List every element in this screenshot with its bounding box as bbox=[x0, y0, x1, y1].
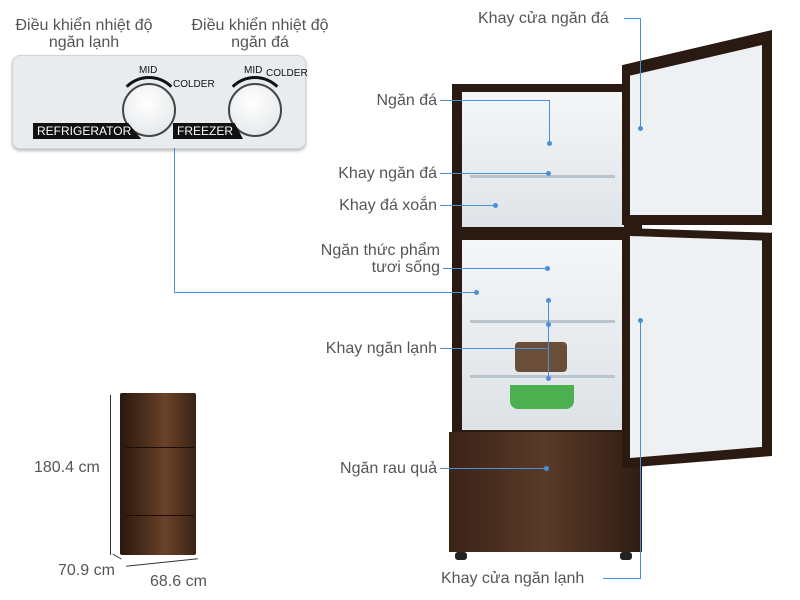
callout-freezer: Ngăn đá bbox=[376, 92, 438, 109]
callout-fridge-door-tray: Khay cửa ngăn lạnh bbox=[441, 570, 585, 587]
callout-fridge-shelf: Khay ngăn lạnh bbox=[325, 340, 437, 357]
freezer-tag: FREEZER bbox=[173, 123, 244, 139]
callout-twist-ice-tray: Khay đá xoắn bbox=[339, 197, 437, 214]
freezer-colder-label: COLDER bbox=[266, 68, 308, 79]
callout-vegetable-drawer: Ngăn rau quả bbox=[340, 460, 437, 477]
callout-freezer-door-tray: Khay cửa ngăn đá bbox=[478, 10, 609, 27]
dimension-width: 68.6 cm bbox=[150, 573, 207, 590]
freezer-dial-scale bbox=[222, 76, 288, 142]
fridge-mid-label: MID bbox=[139, 65, 158, 76]
freezer-mid-label: MID bbox=[244, 65, 263, 76]
callout-freezer-tray: Khay ngăn đá bbox=[338, 165, 437, 182]
fridge-dial-scale bbox=[116, 76, 182, 142]
refrigerator-tag: REFRIGERATOR bbox=[33, 123, 142, 139]
fridge-colder-label: COLDER bbox=[173, 79, 215, 90]
dimension-height: 180.4 cm bbox=[34, 459, 100, 476]
control-panel: MID COLDER REFRIGERATOR MID COLDER FREEZ… bbox=[12, 55, 308, 149]
dimension-depth: 70.9 cm bbox=[58, 562, 115, 579]
